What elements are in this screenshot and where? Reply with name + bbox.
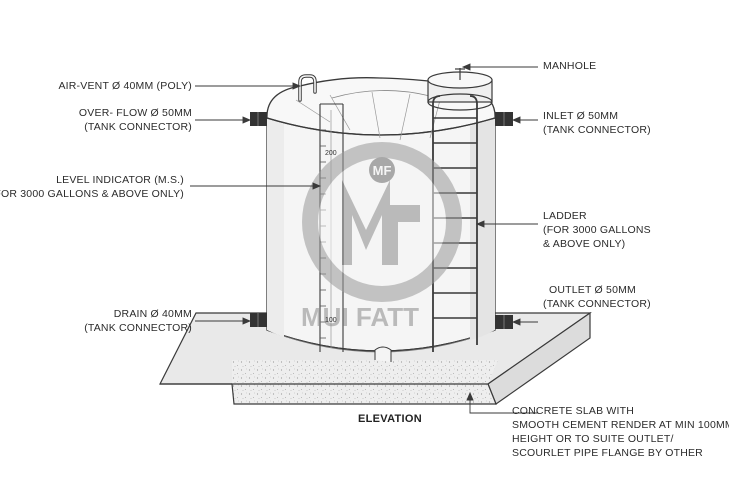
gauge-mark-bottom: 100: [325, 317, 337, 324]
outlet-connector: [495, 315, 513, 329]
drawing-title: ELEVATION: [358, 413, 423, 425]
label-slab: CONCRETE SLAB WITH: [512, 405, 635, 417]
label-slab-2: SMOOTH CEMENT RENDER AT MIN 100MM: [512, 419, 729, 431]
label-inlet: INLET Ø 50MM: [543, 110, 619, 122]
drain-connector: [250, 313, 267, 327]
manhole: [427, 68, 493, 111]
label-overflow-sub: (TANK CONNECTOR): [84, 121, 192, 133]
label-outlet: OUTLET Ø 50MM: [549, 284, 637, 296]
brand-watermark: MF MUI FATT: [301, 142, 462, 332]
inlet-connector: [495, 112, 513, 126]
gauge-mark-top: 200: [325, 150, 337, 157]
base-scourlet: [374, 346, 392, 362]
leader-lines: [190, 63, 538, 414]
label-overflow: OVER- FLOW Ø 50MM: [78, 107, 192, 119]
label-manhole: MANHOLE: [543, 60, 597, 72]
watermark-brand: MUI FATT: [301, 302, 419, 332]
overflow-connector: [250, 112, 267, 126]
label-air-vent: AIR-VENT Ø 40MM (POLY): [58, 80, 192, 92]
air-vent: [298, 74, 317, 102]
slab-front: [231, 383, 497, 405]
label-drain-sub: (TANK CONNECTOR): [84, 322, 192, 334]
label-inlet-sub: (TANK CONNECTOR): [543, 124, 651, 136]
label-level-indicator-sub: (FOR 3000 GALLONS & ABOVE ONLY): [0, 188, 184, 200]
label-level-indicator: LEVEL INDICATOR (M.S.): [56, 174, 184, 186]
label-slab-3: HEIGHT OR TO SUITE OUTLET/: [512, 433, 674, 445]
label-drain: DRAIN Ø 40MM: [113, 308, 192, 320]
label-ladder: LADDER: [543, 210, 587, 222]
watermark-monogram: MF: [373, 163, 392, 178]
label-ladder-sub: (FOR 3000 GALLONS: [543, 224, 651, 236]
label-ladder-sub2: & ABOVE ONLY): [543, 238, 626, 250]
label-slab-4: SCOURLET PIPE FLANGE BY OTHER: [512, 447, 703, 459]
label-outlet-sub: (TANK CONNECTOR): [543, 298, 651, 310]
